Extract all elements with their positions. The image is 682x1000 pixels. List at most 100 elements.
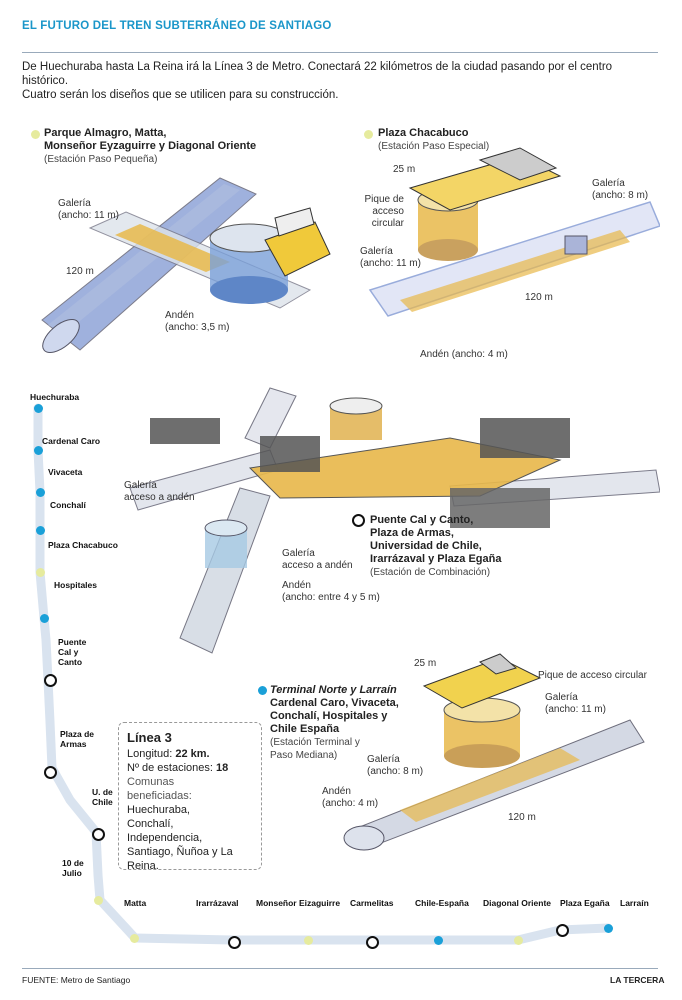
d3-galeria-bottom-title: Galería (282, 548, 315, 559)
station-marker-ring (44, 766, 57, 779)
station-marker-ring (228, 936, 241, 949)
d2-pique-1: Pique de (364, 194, 404, 205)
info-estaciones-value: 18 (216, 762, 229, 774)
d1-length: 120 m (66, 266, 94, 277)
info-comuna: Huechuraba, (127, 804, 190, 816)
station-label: Diagonal Oriente (483, 898, 552, 908)
station-label: Irarrázaval (196, 898, 239, 908)
d4-length: 120 m (508, 812, 536, 823)
side-gallery (564, 235, 588, 255)
station-label: 10 de Julio (62, 858, 84, 878)
d3-anden-width: (ancho: entre 4 y 5 m) (282, 592, 380, 603)
d3-galeria-top-desc: acceso a andén (124, 492, 195, 503)
station-marker-pale (94, 896, 103, 905)
d4-galeria-right-title: Galería (545, 692, 578, 703)
d2-anden: Andén (ancho: 4 m) (420, 349, 508, 360)
station-label: U. de Chile (92, 787, 113, 807)
info-comunas-label-2: beneficiadas: (127, 790, 192, 802)
station-label: Plaza de Armas (60, 729, 95, 749)
station-marker-pale (31, 130, 40, 139)
surface-building (422, 653, 542, 709)
info-comuna: Conchalí, (127, 818, 174, 830)
surface-building (408, 147, 562, 211)
d4-anden-title: Andén (322, 786, 351, 797)
d4-galeria-right-width: (ancho: 11 m) (545, 704, 606, 715)
d1-name-line-1: Parque Almagro, Matta, (44, 127, 167, 139)
d3-name-line-3: Universidad de Chile, (370, 540, 482, 552)
info-longitud-value: 22 km. (175, 748, 210, 760)
station-marker-blue (40, 614, 49, 623)
station-marker-ring (352, 514, 365, 527)
d3-station-names: Puente Cal y Canto, Plaza de Armas, Univ… (370, 514, 501, 579)
station-marker-pale (36, 568, 45, 577)
d4-pique: Pique de acceso circular (538, 670, 647, 681)
station-label: Chile-España (415, 898, 469, 908)
d4-anden-width: (ancho: 4 m) (322, 798, 379, 809)
d2-width: 25 m (393, 164, 416, 175)
d1-anden: Andén (ancho: 3,5 m) (165, 310, 229, 334)
station-label: Plaza Egaña (560, 898, 610, 908)
tunnel-main (343, 719, 645, 851)
station-label: Huechuraba (30, 392, 80, 402)
d2-galeria-right: Galería (ancho: 8 m) (592, 178, 648, 202)
page-title: EL FUTURO DEL TREN SUBTERRÁNEO DE SANTIA… (22, 20, 332, 32)
station-label: Matta (124, 898, 147, 908)
station-marker-blue (434, 936, 443, 945)
diagram-terminal (343, 653, 645, 851)
station-label: Larraín (620, 898, 649, 908)
station-marker-pale (514, 936, 523, 945)
station-label: Hospitales (54, 580, 97, 590)
line-info-box: Línea 3 Longitud: 22 km. Nº de estacione… (118, 722, 262, 872)
d4-name-line-2: Conchalí, Hospitales y (270, 710, 388, 722)
d3-galeria-bottom-desc: acceso a andén (282, 560, 353, 571)
d1-name-line-2: Monseñor Eyzaguirre y Diagonal Oriente (44, 140, 257, 152)
station-marker-blue (34, 446, 43, 455)
station-label: Conchalí (50, 500, 86, 510)
d4-width: 25 m (414, 658, 437, 669)
d1-type: (Estación Paso Pequeña) (44, 154, 158, 165)
d1-galeria-width: (ancho: 11 m) (58, 210, 119, 221)
info-comuna: Reina. (127, 860, 159, 872)
diagram-combinacion (129, 387, 660, 654)
station-label: Monseñor Eizaguirre (256, 898, 341, 908)
info-longitud-label: Longitud: (127, 748, 176, 760)
d3-anden-title: Andén (282, 580, 311, 591)
station-marker-blue (604, 924, 613, 933)
d2-galeria-left: Galería (ancho: 11 m) (360, 246, 421, 270)
d4-galeria-left-width: (ancho: 8 m) (367, 766, 424, 777)
info-estaciones-label: Nº de estaciones: (127, 762, 217, 774)
d1-galeria: Galería (ancho: 11 m) (58, 198, 119, 222)
station-label: Carmelitas (350, 898, 394, 908)
intro-text: De Huechuraba hasta La Reina irá la Líne… (22, 60, 642, 102)
d3-type: (Estación de Combinación) (370, 567, 491, 578)
d4-galeria-left: Galería (ancho: 8 m) (367, 754, 423, 778)
info-comuna: Santiago, Ñuñoa y La (127, 846, 233, 858)
d2-station-name: Plaza Chacabuco (Estación Paso Especial) (378, 127, 489, 153)
d2-pique-2: acceso (372, 206, 404, 217)
station-label: Cardenal Caro (42, 436, 101, 446)
d3-galeria-bottom: Galería acceso a andén (282, 548, 353, 572)
diagram-paso-pequena (41, 177, 331, 353)
info-estaciones: Nº de estaciones: 18 (127, 761, 253, 775)
tunnel-main (41, 177, 257, 353)
diagram-paso-especial (368, 147, 660, 317)
d1-galeria-title: Galería (58, 198, 91, 209)
d2-name: Plaza Chacabuco (378, 127, 469, 139)
d2-galeria-right-width: (ancho: 8 m) (592, 190, 649, 201)
station-marker-pale (364, 130, 373, 139)
d2-length: 120 m (525, 292, 553, 303)
intro-line-2: Cuatro serán los diseños que se utilicen… (22, 89, 339, 101)
d4-anden: Andén (ancho: 4 m) (322, 786, 378, 810)
station-marker-pale (304, 936, 313, 945)
station-marker-ring (44, 674, 57, 687)
station-marker-blue (258, 686, 267, 695)
info-title: Línea 3 (127, 730, 172, 745)
footer-rule (22, 968, 658, 969)
d1-station-names: Parque Almagro, Matta, Monseñor Eyzaguir… (44, 127, 256, 166)
d2-pique-3: circular (371, 218, 404, 229)
info-comunas-label-1: Comunas (127, 776, 175, 788)
d2-type: (Estación Paso Especial) (378, 141, 490, 152)
station-marker-blue (34, 404, 43, 413)
station-marker-ring (92, 828, 105, 841)
